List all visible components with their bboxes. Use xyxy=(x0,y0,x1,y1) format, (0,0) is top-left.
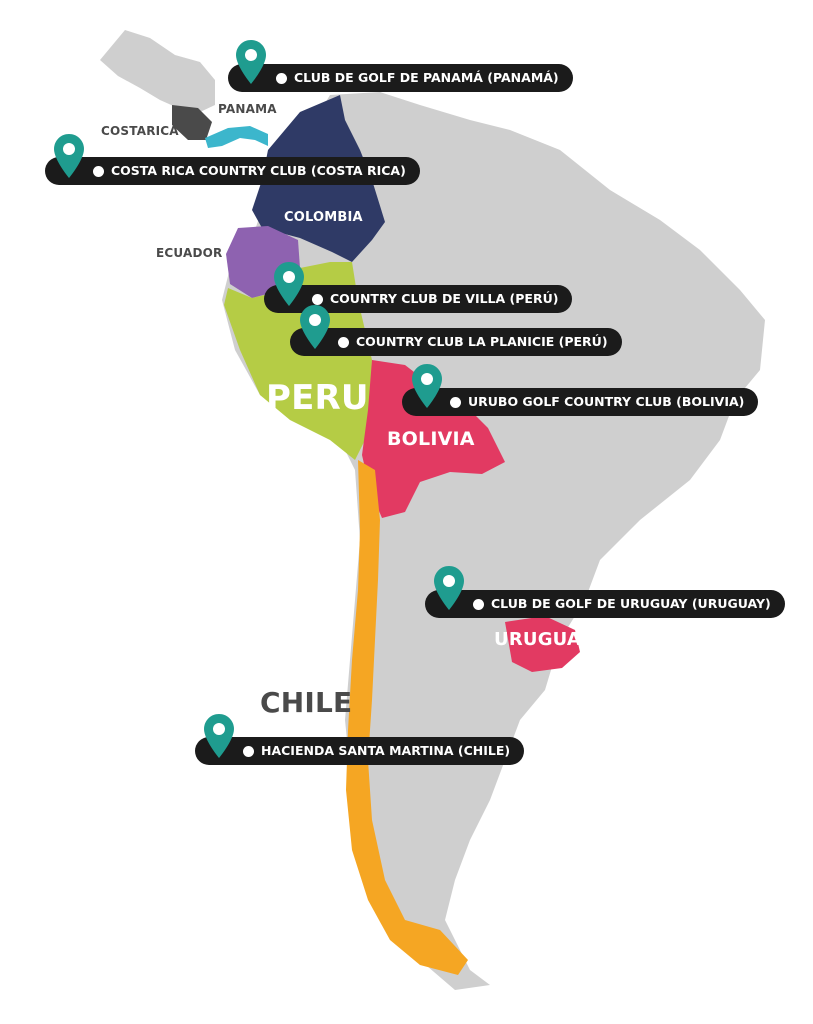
club-label: COSTA RICA COUNTRY CLUB (COSTA RICA) xyxy=(111,163,406,178)
map-pin-icon xyxy=(434,566,464,610)
map-pin-icon xyxy=(54,134,84,178)
country-label-colombia: COLOMBIA xyxy=(284,210,363,225)
map-pin-icon xyxy=(412,364,442,408)
marker-dot-icon xyxy=(312,294,323,305)
country-label-panama: PANAMA xyxy=(218,102,277,116)
club-label: COUNTRY CLUB LA PLANICIE (PERÚ) xyxy=(356,334,608,349)
marker-dot-icon xyxy=(243,746,254,757)
marker-dot-icon xyxy=(93,166,104,177)
club-label: URUBO GOLF COUNTRY CLUB (BOLIVIA) xyxy=(468,394,745,409)
uruguay-region xyxy=(505,616,580,672)
bolivia-region xyxy=(362,360,505,518)
map-pin-icon xyxy=(274,262,304,306)
country-label-uruguay: URUGUAY xyxy=(494,629,593,650)
marker-dot-icon xyxy=(473,599,484,610)
club-marker-urubo[interactable]: URUBO GOLF COUNTRY CLUB (BOLIVIA) xyxy=(402,388,759,416)
panama-region xyxy=(205,126,268,148)
club-label: COUNTRY CLUB DE VILLA (PERÚ) xyxy=(330,291,559,306)
marker-dot-icon xyxy=(450,397,461,408)
central-america-land xyxy=(100,30,215,112)
club-label: CLUB DE GOLF DE PANAMÁ (PANAMÁ) xyxy=(294,70,559,85)
map-pin-icon xyxy=(236,40,266,84)
map-pin-icon xyxy=(300,305,330,349)
country-label-chile: CHILE xyxy=(260,686,353,719)
country-label-costarica: COSTARICA xyxy=(101,124,179,138)
club-marker-uruguay[interactable]: CLUB DE GOLF DE URUGUAY (URUGUAY) xyxy=(425,590,785,618)
country-label-peru: PERU xyxy=(266,378,369,418)
country-label-ecuador: ECUADOR xyxy=(156,246,223,260)
marker-dot-icon xyxy=(276,73,287,84)
club-marker-chile[interactable]: HACIENDA SANTA MARTINA (CHILE) xyxy=(195,737,525,765)
costa-rica-region xyxy=(172,105,212,140)
country-label-bolivia: BOLIVIA xyxy=(387,428,475,450)
club-marker-panama[interactable]: CLUB DE GOLF DE PANAMÁ (PANAMÁ) xyxy=(228,64,573,92)
club-marker-planicie[interactable]: COUNTRY CLUB LA PLANICIE (PERÚ) xyxy=(290,328,622,356)
club-label: HACIENDA SANTA MARTINA (CHILE) xyxy=(261,743,511,758)
map-pin-icon xyxy=(204,714,234,758)
club-label: CLUB DE GOLF DE URUGUAY (URUGUAY) xyxy=(491,596,771,611)
chile-region xyxy=(346,460,468,975)
club-marker-costa-rica[interactable]: COSTA RICA COUNTRY CLUB (COSTA RICA) xyxy=(45,157,420,185)
marker-dot-icon xyxy=(338,337,349,348)
